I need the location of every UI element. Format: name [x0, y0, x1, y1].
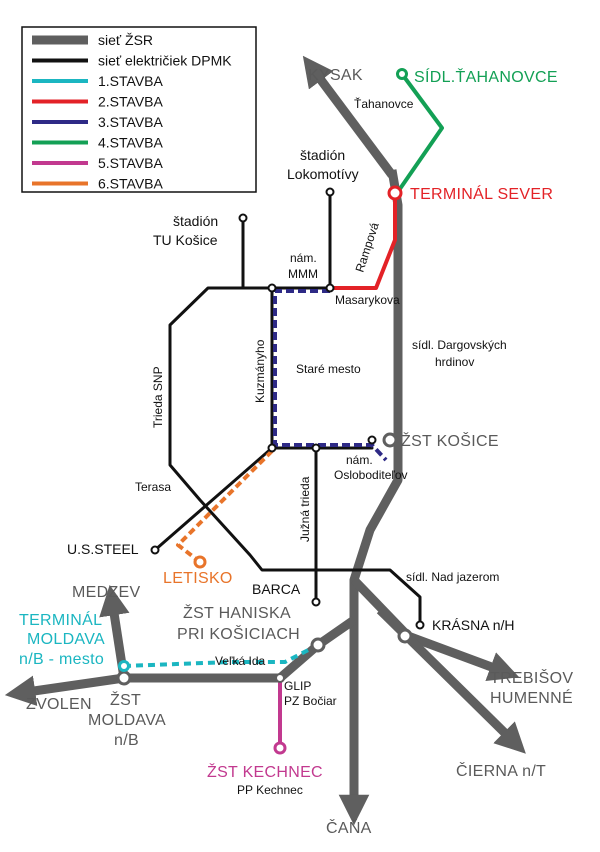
station-barca[interactable]: [311, 597, 321, 607]
label-stadion-lok-2: Lokomotívy: [287, 166, 359, 182]
dpmk-network: [153, 190, 422, 627]
legend: sieť ŽSR sieť električiek DPMK 1.STAVBA 2.S…: [21, 26, 257, 193]
label-cana: ČAŇA: [326, 818, 372, 837]
legend-label-stavba3: 3.STAVBA: [98, 114, 164, 130]
station-zst-moldava[interactable]: [116, 670, 132, 686]
label-glip-2: PZ Bočiar: [284, 694, 337, 708]
label-nam-mmm-2: MMM: [288, 267, 318, 281]
station-letisko[interactable]: [193, 555, 207, 569]
label-kysak: KYSAK: [308, 67, 363, 84]
station-glip[interactable]: [275, 673, 285, 683]
label-stadion-tu-1: štadión: [173, 213, 218, 229]
station-stadion-lokomotivy[interactable]: [325, 187, 335, 197]
label-zst-moldava-2: MOLDAVA: [88, 712, 166, 729]
label-juzna-trieda: Južná trieda: [298, 476, 312, 542]
label-zvolen: ZVOLEN: [26, 696, 92, 713]
label-sidl-tahanovce: SÍDL.ŤAHANOVCE: [414, 67, 558, 86]
label-terminal-moldava-1: TERMINÁL: [19, 610, 102, 629]
label-rampova: Rampová: [353, 220, 382, 273]
legend-label-zsr: sieť ŽSR: [98, 32, 153, 48]
label-zst-moldava-3: n/B: [114, 732, 139, 749]
station-juzna-trieda-top[interactable]: [311, 443, 321, 453]
label-terminal-moldava-3: n/B - mesto: [19, 651, 104, 668]
station-terminal-moldava[interactable]: [118, 660, 130, 672]
label-kuzmanyho: Kuzmányho: [253, 339, 267, 403]
stations: [116, 68, 425, 755]
tram-trieda-snp: [168, 286, 422, 627]
station-nad-jazerom[interactable]: [415, 620, 425, 630]
stavba2-line: [330, 196, 397, 290]
label-zst-moldava-1: ŽST: [110, 690, 141, 709]
label-velka-ida: Veľká Ida: [215, 654, 266, 668]
label-zst-haniska-2: PRI KOŠICIACH: [177, 624, 300, 643]
label-pp-kechnec: PP Kechnec: [237, 783, 303, 797]
label-nam-oslob-2: Osloboditeľov: [334, 468, 408, 482]
label-nad-jazerom: sídl. Nad jazerom: [406, 570, 499, 584]
legend-label-stavba5: 5.STAVBA: [98, 155, 164, 171]
legend-label-stavba1: 1.STAVBA: [98, 73, 164, 89]
label-us-steel: U.S.STEEL: [67, 541, 139, 557]
label-zst-kechnec: ŽST KECHNEC: [207, 762, 323, 781]
station-kuzmanyho[interactable]: [267, 443, 277, 453]
label-dargovskych-2: hrdinov: [435, 355, 474, 369]
station-us-steel[interactable]: [150, 545, 160, 555]
tram-us-steel: [153, 446, 274, 552]
legend-label-stavba2: 2.STAVBA: [98, 94, 164, 110]
label-barca: BARCA: [252, 581, 301, 597]
label-cierna: ČIERNA n/T: [456, 761, 546, 780]
legend-label-dpmk: sieť električiek DPMK: [98, 53, 232, 69]
station-zst-kosice[interactable]: [382, 432, 398, 448]
label-nam-mmm-1: nám.: [290, 251, 317, 265]
label-tahanovce: Ťahanovce: [354, 96, 414, 111]
label-zst-haniska-1: ŽST HANISKA: [183, 603, 291, 622]
station-trieda-snp-junction[interactable]: [267, 283, 277, 293]
zsr-line-kysak: [302, 55, 396, 178]
station-stadion-tu[interactable]: [238, 213, 248, 223]
label-glip-1: GLIP: [284, 679, 311, 693]
label-trebisov-2: HUMENNÉ: [490, 688, 573, 707]
label-masarykova: Masarykova: [335, 293, 400, 307]
label-stare-mesto: Staré mesto: [296, 362, 361, 376]
label-krasna: KRÁSNA n/H: [432, 617, 514, 633]
label-zst-kosice: ŽST KOŠICE: [401, 431, 499, 450]
label-dargovskych-1: sídl. Dargovských: [412, 338, 507, 352]
station-zst-kechnec[interactable]: [273, 741, 287, 755]
label-medzev: MEDZEV: [72, 584, 140, 601]
station-terminal-sever[interactable]: [387, 185, 403, 201]
label-stadion-lok-1: štadión: [300, 147, 345, 163]
label-trieda-snp: Trieda SNP: [151, 366, 165, 428]
station-zst-haniska[interactable]: [310, 637, 326, 653]
label-trebisov-1: TREBIŠOV: [490, 668, 573, 687]
label-stadion-tu-2: TU Košice: [153, 232, 218, 248]
label-nam-oslob-1: nám.: [346, 453, 373, 467]
label-terminal-sever: TERMINÁL SEVER: [410, 184, 553, 203]
legend-label-stavba4: 4.STAVBA: [98, 135, 164, 151]
label-terasa: Terasa: [135, 480, 171, 494]
legend-label-stavba6: 6.STAVBA: [98, 176, 164, 192]
stavba1-line: [123, 643, 319, 668]
station-sidl-tahanovce[interactable]: [396, 68, 408, 80]
stavba6-line: [176, 449, 274, 564]
station-nam-osloboditelov[interactable]: [367, 435, 377, 445]
station-nam-mmm[interactable]: [325, 283, 335, 293]
map-labels: KYSAK SÍDL.ŤAHANOVCE Ťahanovce štadión L…: [19, 67, 573, 837]
label-letisko: LETISKO: [163, 570, 233, 587]
stavba4-line: [393, 72, 444, 198]
station-krasna[interactable]: [397, 628, 413, 644]
label-terminal-moldava-2: MOLDAVA: [27, 631, 105, 648]
